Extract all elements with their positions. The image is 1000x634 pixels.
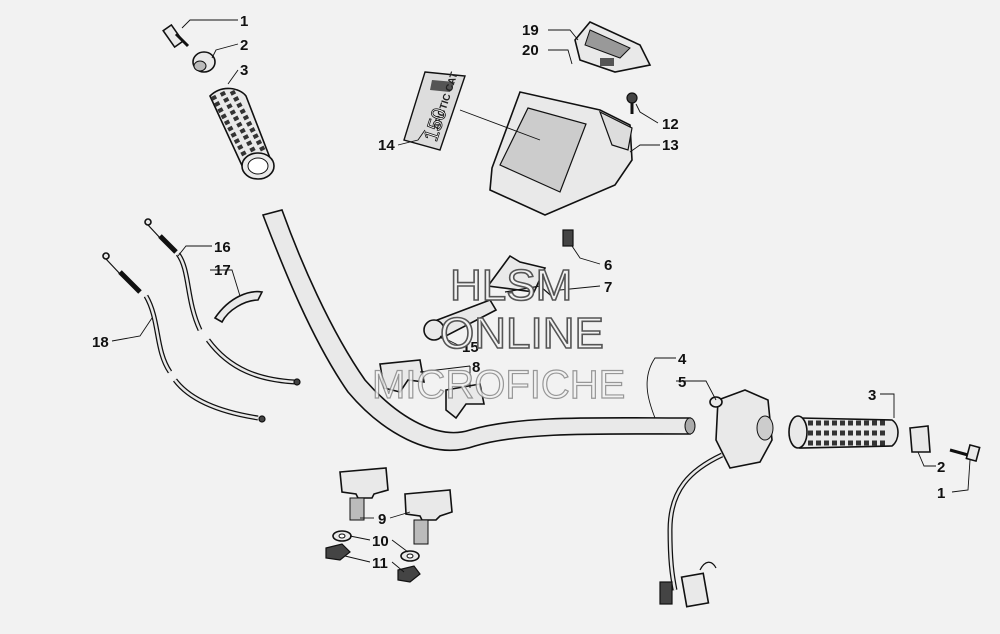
- left-end-screw: [162, 23, 190, 49]
- callout-16: 16: [214, 239, 231, 256]
- wiring-harness: [659, 452, 724, 608]
- lower-clamp-right: [404, 489, 453, 545]
- right-end-screw: [949, 443, 981, 463]
- washer-right: [400, 550, 420, 562]
- callout-14: 14: [378, 137, 395, 154]
- callout-6: 6: [604, 257, 612, 274]
- right-grip-end-cap: [909, 425, 931, 453]
- callout-3-right: 3: [868, 387, 876, 404]
- left-grip-end-cap: [192, 51, 216, 73]
- callout-3-top: 3: [240, 62, 248, 79]
- callout-4: 4: [678, 351, 687, 368]
- callout-12: 12: [662, 116, 679, 133]
- mounting-bracket: [486, 254, 557, 301]
- left-hand-grip: [209, 87, 275, 180]
- brake-cable: [102, 252, 266, 423]
- callout-5: 5: [678, 374, 686, 391]
- bracket-screw: [562, 229, 574, 247]
- upper-clamp-front: [379, 359, 425, 393]
- upper-clamp-rear: [445, 383, 485, 420]
- leader-lines: [111, 19, 971, 573]
- nut-left: [325, 543, 351, 561]
- headlight-housing: [489, 91, 633, 216]
- right-hand-grip: [788, 415, 899, 449]
- watermark: HLSM ONLINE MICROFICHE: [371, 260, 626, 407]
- watermark-line-1: HLSM: [450, 261, 572, 310]
- callout-15: 15: [462, 339, 479, 356]
- callout-labels: 1 2 3 19 20 12 13 14 16 17 18 6 7 15 8 4…: [92, 13, 945, 572]
- callout-2-top: 2: [240, 37, 248, 54]
- callout-1-top: 1: [240, 13, 248, 30]
- model-decal: ARCTIC CAT 150: [403, 71, 466, 151]
- cable-clip: [213, 290, 264, 324]
- callout-7: 7: [604, 279, 612, 296]
- ignition-switch: [423, 299, 498, 341]
- lower-clamp-left: [339, 467, 389, 521]
- handlebar: [261, 209, 696, 451]
- callout-1-right: 1: [937, 485, 945, 502]
- callout-11: 11: [372, 555, 388, 572]
- throttle-cable: [144, 218, 301, 386]
- callout-17: 17: [214, 262, 231, 279]
- callout-8: 8: [472, 359, 480, 376]
- callout-13: 13: [662, 137, 679, 154]
- callout-18: 18: [92, 334, 109, 351]
- washer-left: [332, 530, 352, 542]
- switch-housing: [709, 389, 774, 469]
- watermark-line-2: ONLINE: [440, 309, 604, 358]
- callout-20: 20: [522, 42, 539, 59]
- callout-10: 10: [372, 533, 389, 550]
- callout-19: 19: [522, 22, 539, 39]
- watermark-line-3: MICROFICHE: [372, 363, 625, 407]
- housing-screw: [626, 92, 638, 114]
- callout-2-right: 2: [937, 459, 945, 476]
- nut-right: [397, 565, 421, 583]
- speedometer-housing: [574, 21, 652, 73]
- callout-9: 9: [378, 511, 386, 528]
